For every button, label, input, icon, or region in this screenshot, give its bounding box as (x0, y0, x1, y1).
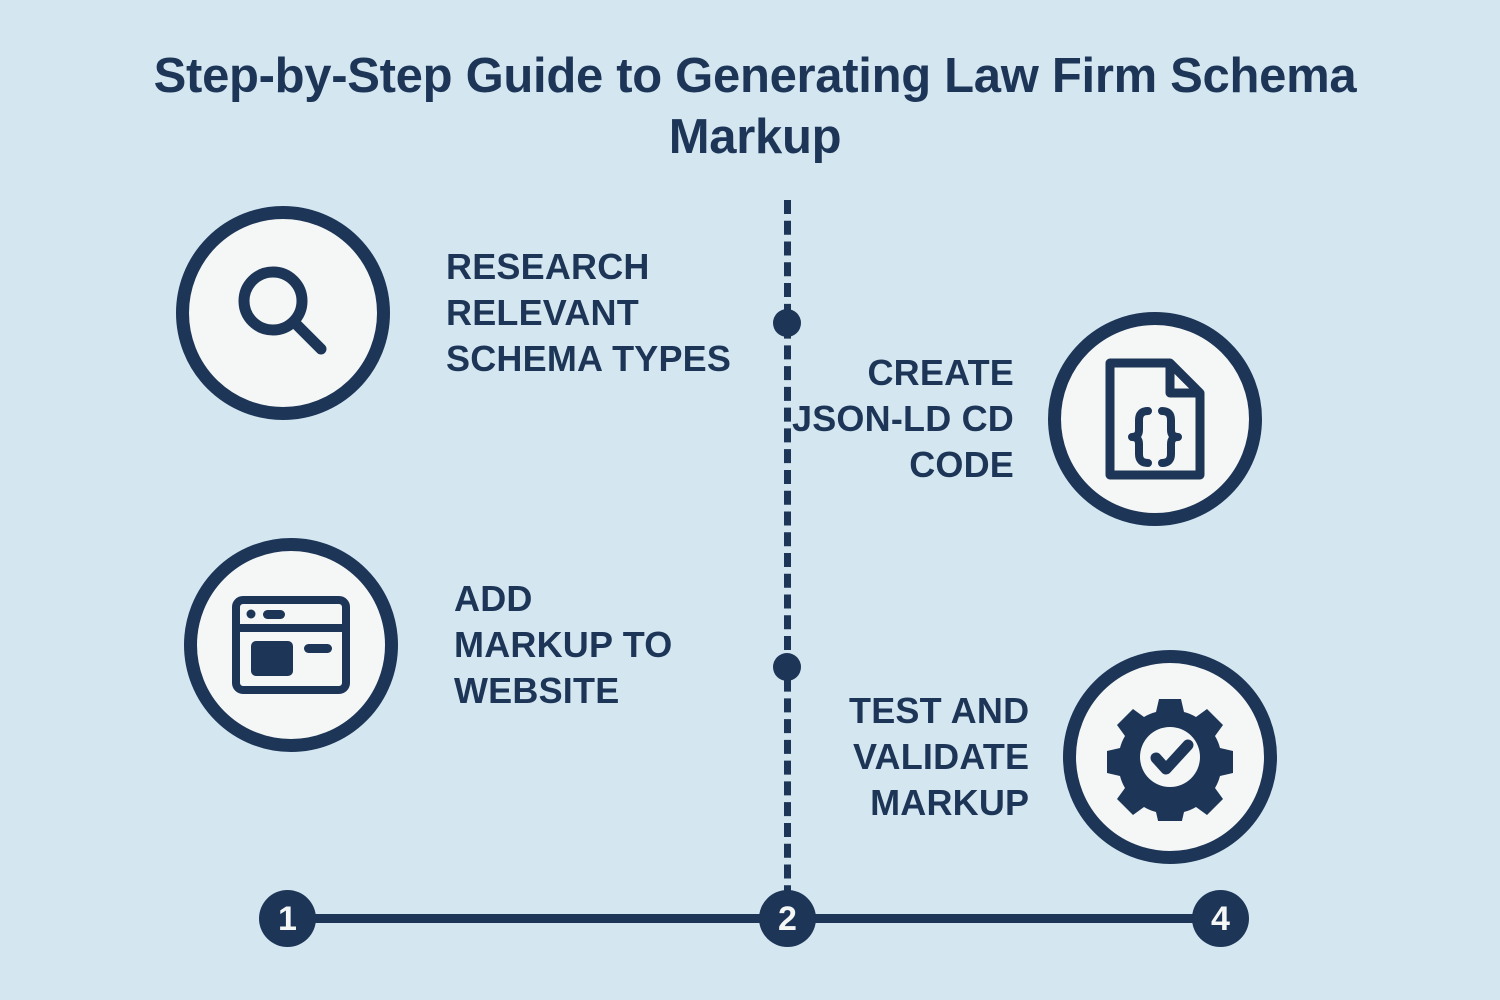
step-2-create-code[interactable]: CREATE JSON-LD CD CODE (792, 312, 1263, 526)
page-title: Step-by-Step Guide to Generating Law Fir… (153, 49, 1357, 165)
dashed-line (784, 200, 791, 920)
step-3-label: ADD MARKUP TO WEBSITE (454, 578, 673, 711)
browser-window-icon (228, 590, 354, 700)
step-1-research[interactable]: RESEARCH RELEVANT SCHEMA TYPES (176, 206, 731, 420)
step-4-label: TEST AND VALIDATE MARKUP (849, 690, 1030, 823)
gear-check-icon (1106, 693, 1234, 821)
timeline-rail (287, 914, 1221, 923)
step-1-badge (176, 206, 390, 420)
step-2-label: CREATE JSON-LD CD CODE (792, 352, 1015, 485)
step-2-badge (1048, 312, 1263, 526)
timeline-node-3[interactable]: 4 (1192, 890, 1249, 947)
timeline-node-1[interactable]: 1 (259, 890, 316, 947)
step-3-badge (184, 538, 398, 752)
step-3-add-markup[interactable]: ADD MARKUP TO WEBSITE (184, 538, 673, 752)
step-1-label: RESEARCH RELEVANT SCHEMA TYPES (446, 246, 732, 379)
step-4-test-validate[interactable]: TEST AND VALIDATE MARKUP (849, 650, 1278, 864)
timeline: 1 2 4 (259, 890, 1249, 948)
spine-dot-upper (773, 309, 801, 337)
magnifier-icon (223, 253, 343, 373)
spine-dot-lower (773, 653, 801, 681)
timeline-node-2[interactable]: 2 (759, 890, 816, 947)
dashed-spine (773, 200, 801, 920)
json-document-icon (1096, 355, 1214, 483)
step-4-badge (1063, 650, 1278, 864)
